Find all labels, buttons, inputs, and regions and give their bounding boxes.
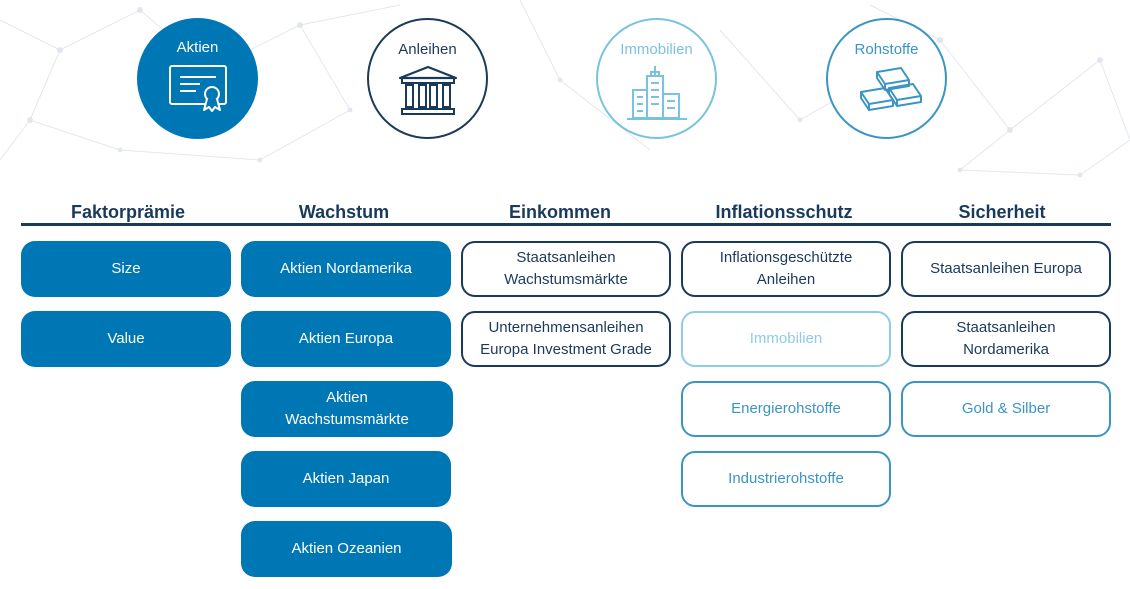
column-heading-einkommen: Einkommen (508, 202, 612, 222)
asset-class-label: Anleihen (398, 41, 457, 58)
office-building-icon (626, 66, 687, 120)
column-heading-wachstum: Wachstum (298, 202, 390, 222)
pill-aktien-ozeanien[interactable]: Aktien Ozeanien (241, 521, 452, 577)
column-heading-sicherheit: Sicherheit (958, 202, 1046, 222)
pill-industrierohstoffe[interactable]: Industrierohstoffe (681, 451, 891, 507)
gold-bars-icon (859, 67, 922, 111)
pill-size[interactable]: Size (21, 241, 231, 297)
asset-class-label: Immobilien (620, 41, 693, 58)
pill-staatsanleihen-europa[interactable]: Staatsanleihen Europa (901, 241, 1111, 297)
pill-aktien-japan[interactable]: Aktien Japan (241, 451, 451, 507)
pill-aktien-nordamerika[interactable]: Aktien Nordamerika (241, 241, 451, 297)
pill-staatsanleihen-wachstumsmaerkte[interactable]: Staatsanleihen Wachstumsmärkte (461, 241, 671, 297)
asset-class-immobilien[interactable]: Immobilien (596, 18, 717, 139)
certificate-icon (168, 65, 227, 112)
pill-gold-silber[interactable]: Gold & Silber (901, 381, 1111, 437)
asset-class-rohstoffe[interactable]: Rohstoffe (826, 18, 947, 139)
column-heading-faktorpraemie: Faktorprämie (70, 202, 186, 222)
asset-class-anleihen[interactable]: Anleihen (367, 18, 488, 139)
bank-building-icon (398, 65, 457, 115)
pill-aktien-wachstumsmaerkte[interactable]: Aktien Wachstumsmärkte (241, 381, 453, 437)
pill-unternehmensanleihen-europa-ig[interactable]: Unternehmensanleihen Europa Investment G… (461, 311, 671, 367)
asset-class-aktien[interactable]: Aktien (137, 18, 258, 139)
pill-value[interactable]: Value (21, 311, 231, 367)
asset-class-label: Rohstoffe (854, 41, 919, 58)
heading-divider (21, 223, 1111, 226)
column-heading-inflationsschutz: Inflationsschutz (715, 202, 853, 222)
asset-class-label: Aktien (176, 39, 219, 56)
pill-energierohstoffe[interactable]: Energierohstoffe (681, 381, 891, 437)
pill-inflationsgeschuetzte-anleihen[interactable]: Inflationsgeschützte Anleihen (681, 241, 891, 297)
pill-immobilien[interactable]: Immobilien (681, 311, 891, 367)
pill-staatsanleihen-nordamerika[interactable]: Staatsanleihen Nordamerika (901, 311, 1111, 367)
pill-aktien-europa[interactable]: Aktien Europa (241, 311, 451, 367)
